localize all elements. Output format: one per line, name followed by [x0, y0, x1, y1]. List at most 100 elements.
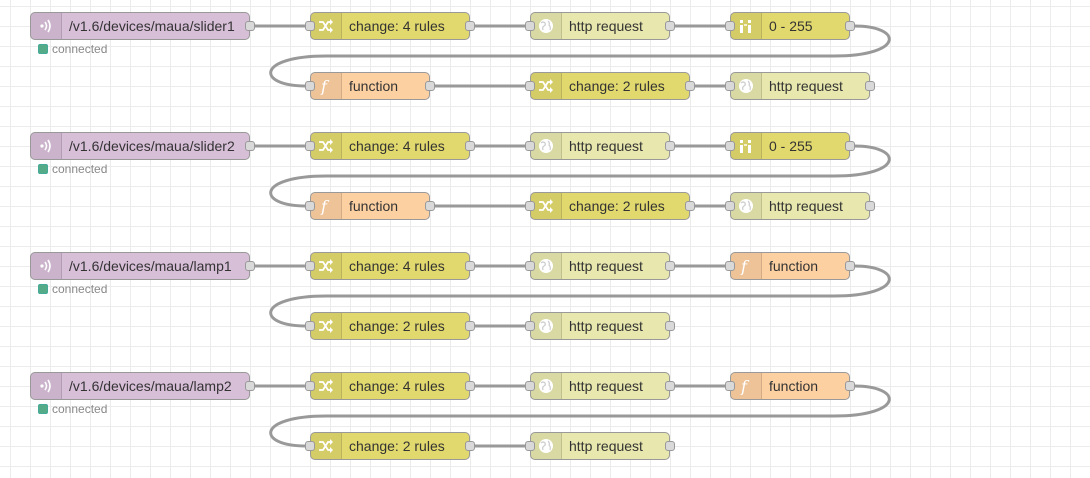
input-port[interactable]: [525, 261, 535, 271]
node-label: http request: [569, 18, 643, 34]
node-label: change: 4 rules: [349, 378, 445, 394]
input-port[interactable]: [525, 21, 535, 31]
output-port[interactable]: [665, 261, 675, 271]
status-dot-icon: [38, 164, 48, 174]
input-port[interactable]: [525, 141, 535, 151]
output-port[interactable]: [845, 261, 855, 271]
change-node[interactable]: change: 2 rules: [525, 72, 695, 100]
output-port[interactable]: [465, 261, 475, 271]
output-port[interactable]: [845, 141, 855, 151]
output-port[interactable]: [685, 201, 695, 211]
http-node[interactable]: http request: [725, 72, 875, 100]
status-badge: connected: [38, 42, 107, 56]
change-node[interactable]: change: 2 rules: [525, 192, 695, 220]
node-label: change: 4 rules: [349, 258, 445, 274]
range-node[interactable]: 0 - 255: [725, 12, 855, 40]
output-port[interactable]: [845, 381, 855, 391]
output-port[interactable]: [685, 81, 695, 91]
node-label: function: [349, 78, 399, 94]
node-label: http request: [769, 198, 843, 214]
node-label: http request: [569, 138, 643, 154]
http-node[interactable]: http request: [725, 192, 875, 220]
node-label: http request: [769, 78, 843, 94]
input-port[interactable]: [725, 141, 735, 151]
wifi-icon: [31, 253, 62, 279]
output-port[interactable]: [865, 201, 875, 211]
output-port[interactable]: [665, 381, 675, 391]
change-node[interactable]: change: 4 rules: [305, 132, 475, 160]
input-port[interactable]: [725, 201, 735, 211]
http-node[interactable]: http request: [525, 372, 675, 400]
node-label: change: 2 rules: [349, 318, 445, 334]
mqtt-node[interactable]: /v1.6/devices/maua/slider1: [30, 12, 255, 40]
range-node[interactable]: 0 - 255: [725, 132, 855, 160]
input-port[interactable]: [525, 381, 535, 391]
output-port[interactable]: [845, 21, 855, 31]
shuffle-icon: [531, 73, 562, 99]
shuffle-icon: [311, 433, 342, 459]
output-port[interactable]: [465, 321, 475, 331]
status-dot-icon: [38, 284, 48, 294]
input-port[interactable]: [305, 81, 315, 91]
http-node[interactable]: http request: [525, 252, 675, 280]
output-port[interactable]: [245, 381, 255, 391]
input-port[interactable]: [525, 201, 535, 211]
node-label: change: 2 rules: [569, 198, 665, 214]
output-port[interactable]: [465, 21, 475, 31]
input-port[interactable]: [725, 381, 735, 391]
input-port[interactable]: [525, 441, 535, 451]
node-label: /v1.6/devices/maua/lamp2: [69, 378, 232, 394]
http-node[interactable]: http request: [525, 312, 675, 340]
output-port[interactable]: [665, 141, 675, 151]
input-port[interactable]: [305, 261, 315, 271]
input-port[interactable]: [305, 21, 315, 31]
input-port[interactable]: [725, 81, 735, 91]
output-port[interactable]: [465, 441, 475, 451]
mqtt-node[interactable]: /v1.6/devices/maua/slider2: [30, 132, 255, 160]
output-port[interactable]: [665, 321, 675, 331]
output-port[interactable]: [245, 261, 255, 271]
input-port[interactable]: [305, 321, 315, 331]
output-port[interactable]: [425, 81, 435, 91]
change-node[interactable]: change: 2 rules: [305, 312, 475, 340]
output-port[interactable]: [465, 381, 475, 391]
status-text: connected: [52, 402, 108, 416]
node-label: function: [769, 378, 819, 394]
output-port[interactable]: [245, 21, 255, 31]
change-node[interactable]: change: 4 rules: [305, 372, 475, 400]
input-port[interactable]: [305, 441, 315, 451]
input-port[interactable]: [725, 261, 735, 271]
input-port[interactable]: [305, 141, 315, 151]
input-port[interactable]: [305, 201, 315, 211]
http-node[interactable]: http request: [525, 132, 675, 160]
mqtt-node[interactable]: /v1.6/devices/maua/lamp1: [30, 252, 255, 280]
change-node[interactable]: change: 4 rules: [305, 12, 475, 40]
status-dot-icon: [38, 404, 48, 414]
output-port[interactable]: [425, 201, 435, 211]
output-port[interactable]: [245, 141, 255, 151]
globe-icon: [531, 433, 562, 459]
globe-icon: [731, 73, 762, 99]
mqtt-node[interactable]: /v1.6/devices/maua/lamp2: [30, 372, 255, 400]
http-node[interactable]: http request: [525, 432, 675, 460]
change-node[interactable]: change: 4 rules: [305, 252, 475, 280]
input-port[interactable]: [525, 321, 535, 331]
wifi-icon: [31, 373, 62, 399]
http-node[interactable]: http request: [525, 12, 675, 40]
output-port[interactable]: [665, 441, 675, 451]
output-port[interactable]: [865, 81, 875, 91]
globe-icon: [531, 253, 562, 279]
output-port[interactable]: [665, 21, 675, 31]
output-port[interactable]: [465, 141, 475, 151]
node-label: change: 2 rules: [349, 438, 445, 454]
input-port[interactable]: [525, 81, 535, 91]
change-node[interactable]: change: 2 rules: [305, 432, 475, 460]
input-port[interactable]: [725, 21, 735, 31]
input-port[interactable]: [305, 381, 315, 391]
svg-text:f: f: [320, 197, 330, 215]
